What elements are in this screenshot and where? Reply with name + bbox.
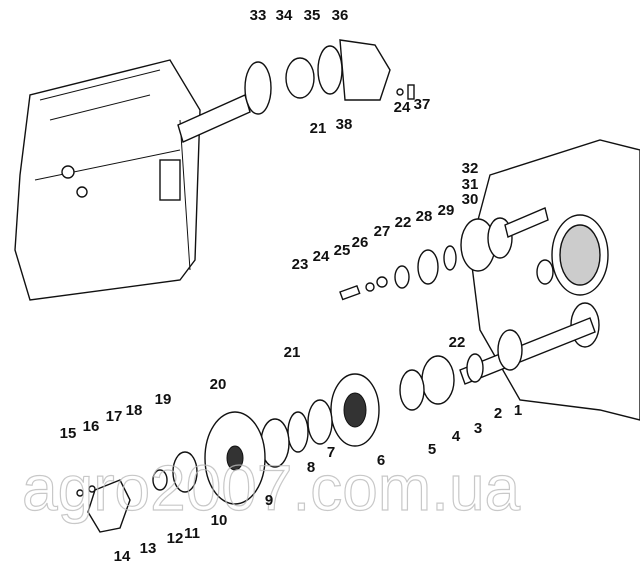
callout-label-7: 7 xyxy=(327,444,335,461)
callout-label-14: 14 xyxy=(114,548,131,565)
callout-label-31: 31 xyxy=(462,176,479,193)
callout-label-32: 32 xyxy=(462,160,479,177)
callout-label-12: 12 xyxy=(167,530,184,547)
callout-label-27: 27 xyxy=(374,223,391,240)
callout-label-5: 5 xyxy=(428,441,436,458)
callout-label-6: 6 xyxy=(377,452,385,469)
callout-label-34: 34 xyxy=(276,7,293,24)
callout-label-36: 36 xyxy=(332,7,349,24)
right-housing xyxy=(469,139,640,421)
callout-label-17: 17 xyxy=(106,408,123,425)
callout-label-2: 2 xyxy=(494,405,502,422)
callout-label-3: 3 xyxy=(474,420,482,437)
middle-shaft-assembly xyxy=(339,207,549,301)
callout-label-22: 22 xyxy=(449,334,466,351)
callout-label-15: 15 xyxy=(60,425,77,442)
callout-label-13: 13 xyxy=(140,540,157,557)
callout-label-30: 30 xyxy=(462,191,479,208)
callout-label-26: 26 xyxy=(352,234,369,251)
callout-label-1: 1 xyxy=(514,402,522,419)
left-housing xyxy=(14,59,201,301)
callout-label-21: 21 xyxy=(310,120,327,137)
upper-shaft-assembly xyxy=(177,39,415,143)
callout-label-11: 11 xyxy=(184,525,200,542)
callout-label-8: 8 xyxy=(307,459,315,476)
callout-label-23: 23 xyxy=(292,256,309,273)
callout-label-24: 24 xyxy=(394,99,411,116)
callout-label-22: 22 xyxy=(395,214,412,231)
callout-label-9: 9 xyxy=(265,492,273,509)
callout-label-16: 16 xyxy=(83,418,100,435)
watermark: agro2007.com.ua xyxy=(22,452,521,524)
callout-label-33: 33 xyxy=(250,7,267,24)
callout-label-29: 29 xyxy=(438,202,455,219)
callout-label-20: 20 xyxy=(210,376,227,393)
callout-label-18: 18 xyxy=(126,402,143,419)
callout-label-21: 21 xyxy=(284,344,301,361)
callout-label-37: 37 xyxy=(414,96,431,113)
callout-label-19: 19 xyxy=(155,391,172,408)
callout-label-25: 25 xyxy=(334,242,351,259)
callout-label-4: 4 xyxy=(452,428,461,445)
lower-shaft-assembly xyxy=(76,317,596,533)
callout-label-38: 38 xyxy=(336,116,353,133)
callout-label-24: 24 xyxy=(313,248,330,265)
callout-label-28: 28 xyxy=(416,208,433,225)
callout-label-10: 10 xyxy=(211,512,228,529)
callout-label-35: 35 xyxy=(304,7,321,24)
